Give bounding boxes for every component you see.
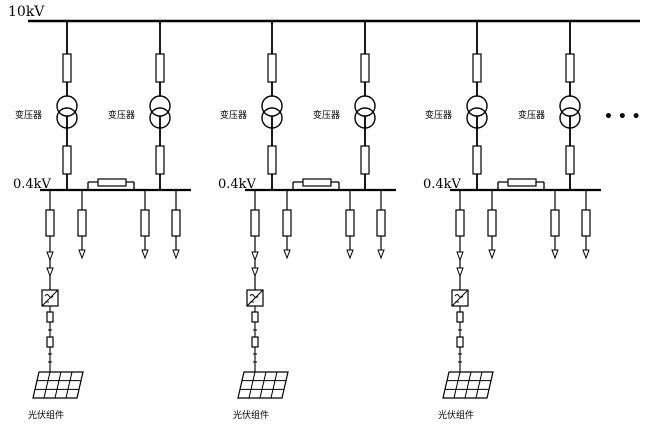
pv-panel-col bbox=[270, 371, 278, 399]
lv-breaker bbox=[267, 145, 277, 175]
hv-breaker bbox=[472, 53, 482, 83]
pv-feeder-arrow-up bbox=[46, 251, 54, 262]
bus-tie-breaker bbox=[97, 178, 127, 187]
pv-feeder-arrow-up bbox=[456, 251, 464, 262]
pv-panel bbox=[237, 371, 289, 399]
feeder-arrow bbox=[283, 249, 291, 260]
transformer-label: 变压器 bbox=[518, 109, 545, 121]
lv-breaker bbox=[472, 145, 482, 175]
pv-feeder-breaker bbox=[455, 209, 465, 237]
transformer-winding-primary bbox=[56, 95, 78, 117]
continuation-dots: • • • bbox=[604, 109, 641, 125]
pv-feeder-arrow bbox=[251, 267, 259, 278]
feeder-arrow bbox=[377, 249, 385, 260]
pv-panel-col bbox=[43, 371, 51, 399]
feeder-arrow bbox=[172, 249, 180, 260]
feeder-arrow bbox=[551, 249, 559, 260]
pv-panel-col bbox=[65, 371, 73, 399]
lv-breaker bbox=[360, 145, 370, 175]
inverter-ac-symbol bbox=[44, 294, 54, 298]
feeder-breaker bbox=[140, 209, 150, 237]
feeder-arrow bbox=[488, 249, 496, 260]
pv-module-label: 光伏组件 bbox=[438, 409, 474, 421]
hv-breaker bbox=[62, 53, 72, 83]
feeder-breaker bbox=[171, 209, 181, 237]
pv-feeder-arrow bbox=[456, 267, 464, 278]
pv-panel bbox=[32, 371, 84, 399]
lv-bus-label: 0.4kV bbox=[423, 177, 462, 192]
feeder-breaker bbox=[550, 209, 560, 237]
pv-module-label: 光伏组件 bbox=[28, 409, 64, 421]
dc-breaker-2 bbox=[46, 336, 54, 348]
transformer-winding-primary bbox=[261, 95, 283, 117]
pv-module-label: 光伏组件 bbox=[233, 409, 269, 421]
hv-breaker bbox=[267, 53, 277, 83]
pv-feeder-arrow bbox=[46, 267, 54, 278]
pv-feeder-breaker bbox=[250, 209, 260, 237]
dc-breaker-1 bbox=[456, 311, 464, 323]
transformer-winding-secondary bbox=[466, 107, 488, 129]
transformer-label: 变压器 bbox=[425, 109, 452, 121]
bus-tie-breaker bbox=[507, 178, 537, 187]
transformer-label: 变压器 bbox=[313, 109, 340, 121]
pv-panel bbox=[442, 371, 494, 399]
lv-breaker bbox=[155, 145, 165, 175]
hv-breaker bbox=[360, 53, 370, 83]
feeder-arrow bbox=[346, 249, 354, 260]
feeder-breaker bbox=[345, 209, 355, 237]
transformer-winding-primary bbox=[466, 95, 488, 117]
feeder-breaker bbox=[581, 209, 591, 237]
pv-panel-col bbox=[54, 371, 62, 399]
transformer-winding-secondary bbox=[261, 107, 283, 129]
feeder-arrow bbox=[582, 249, 590, 260]
feeder-breaker bbox=[376, 209, 386, 237]
transformer-label: 变压器 bbox=[220, 109, 247, 121]
feeder-arrow bbox=[141, 249, 149, 260]
lv-breaker bbox=[565, 145, 575, 175]
dc-breaker-1 bbox=[251, 311, 259, 323]
dc-breaker-1 bbox=[46, 311, 54, 323]
inverter-diagonal bbox=[451, 289, 469, 307]
lv-bus-label: 0.4kV bbox=[218, 177, 257, 192]
transformer-label: 变压器 bbox=[15, 109, 42, 121]
main-bus-label: 10kV bbox=[8, 4, 45, 20]
pv-panel-col bbox=[259, 371, 267, 399]
inverter-ac-symbol bbox=[454, 294, 464, 298]
transformer-winding-secondary bbox=[56, 107, 78, 129]
transformer-winding-secondary bbox=[559, 107, 581, 129]
feeder-breaker bbox=[487, 209, 497, 237]
pv-panel-col bbox=[464, 371, 472, 399]
pv-feeder-breaker bbox=[45, 209, 55, 237]
pv-panel-col bbox=[453, 371, 461, 399]
pv-feeder-arrow-up bbox=[251, 251, 259, 262]
hv-breaker bbox=[565, 53, 575, 83]
feeder-arrow bbox=[78, 249, 86, 260]
transformer-winding-primary bbox=[559, 95, 581, 117]
inverter-ac-symbol bbox=[249, 294, 259, 298]
feeder-breaker bbox=[77, 209, 87, 237]
dc-breaker-2 bbox=[456, 336, 464, 348]
lv-breaker bbox=[62, 145, 72, 175]
transformer-winding-secondary bbox=[149, 107, 171, 129]
lv-bus-label: 0.4kV bbox=[13, 177, 52, 192]
inverter-diagonal bbox=[41, 289, 59, 307]
pv-panel-col bbox=[475, 371, 483, 399]
inverter-diagonal bbox=[246, 289, 264, 307]
transformer-winding-secondary bbox=[354, 107, 376, 129]
transformer-winding-primary bbox=[354, 95, 376, 117]
hv-breaker bbox=[155, 53, 165, 83]
transformer-label: 变压器 bbox=[108, 109, 135, 121]
transformer-winding-primary bbox=[149, 95, 171, 117]
feeder-breaker bbox=[282, 209, 292, 237]
dc-breaker-2 bbox=[251, 336, 259, 348]
bus-tie-breaker bbox=[302, 178, 332, 187]
pv-panel-col bbox=[248, 371, 256, 399]
